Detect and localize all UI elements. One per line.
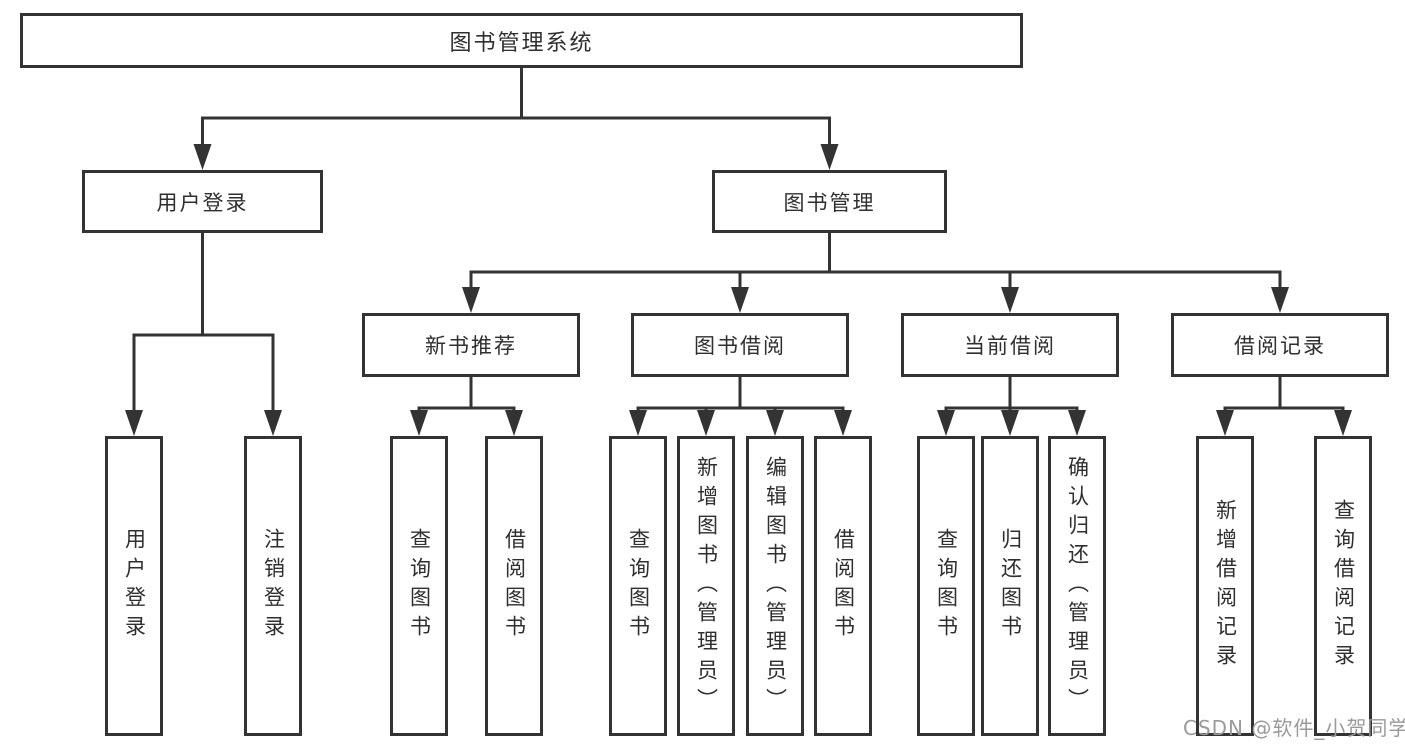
arrowhead-cb-confirm-return xyxy=(1068,410,1086,436)
arrowhead-book-borrow xyxy=(731,287,749,313)
node-cb-query-book: 查询图书 xyxy=(917,436,975,736)
node-new-book-rec: 新书推荐 xyxy=(362,313,580,377)
arrowhead-br-add-record xyxy=(1216,410,1234,436)
node-label-user-login: 用户登录 xyxy=(156,190,249,215)
csdn-watermark: CSDN @软件_小贺同学 xyxy=(1183,716,1405,740)
arrowhead-borrow-record xyxy=(1271,287,1289,313)
arrowhead-bb-edit-book xyxy=(766,410,784,436)
arrowhead-current-borrow xyxy=(1001,287,1019,313)
node-bb-borrow-book: 借阅图书 xyxy=(814,436,872,736)
node-rec-borrow-book: 借阅图书 xyxy=(485,436,543,736)
node-label-login: 用户登录 xyxy=(122,528,147,644)
node-label-current-borrow: 当前借阅 xyxy=(964,334,1056,358)
node-br-add-record: 新增借阅记录 xyxy=(1196,436,1254,736)
arrowhead-bb-add-book xyxy=(697,410,715,436)
node-book-mgmt: 图书管理 xyxy=(712,170,947,233)
arrowhead-br-query-record xyxy=(1334,410,1352,436)
connector-path xyxy=(132,68,1345,418)
arrowhead-book-mgmt xyxy=(820,144,839,170)
arrowhead-new-book-rec xyxy=(462,287,480,313)
node-rec-query-book: 查询图书 xyxy=(390,436,448,736)
node-bb-add-book: 新增图书（管理员） xyxy=(677,436,735,736)
node-login: 用户登录 xyxy=(105,436,163,736)
arrowhead-user-login xyxy=(193,144,212,170)
node-cb-return-book: 归还图书 xyxy=(981,436,1039,736)
node-label-br-query-record: 查询借阅记录 xyxy=(1331,499,1356,673)
node-label-rec-query-book: 查询图书 xyxy=(407,528,432,644)
node-cb-confirm-return: 确认归还（管理员） xyxy=(1048,436,1106,736)
arrowhead-logout xyxy=(264,410,282,436)
node-root: 图书管理系统 xyxy=(20,13,1023,68)
arrowhead-bb-query-book xyxy=(629,410,647,436)
arrowhead-login xyxy=(125,410,143,436)
node-label-cb-return-book: 归还图书 xyxy=(998,528,1023,644)
node-bb-edit-book: 编辑图书（管理员） xyxy=(746,436,804,736)
node-label-bb-add-book: 新增图书（管理员） xyxy=(694,455,719,717)
arrowhead-cb-query-book xyxy=(937,410,955,436)
node-label-logout: 注销登录 xyxy=(261,528,286,644)
node-current-borrow: 当前借阅 xyxy=(901,313,1119,377)
arrowhead-rec-borrow-book xyxy=(505,410,523,436)
node-label-cb-confirm-return: 确认归还（管理员） xyxy=(1065,455,1090,717)
node-label-borrow-record: 借阅记录 xyxy=(1234,334,1326,358)
arrowhead-rec-query-book xyxy=(410,410,428,436)
node-user-login: 用户登录 xyxy=(82,170,323,233)
arrowhead-bb-borrow-book xyxy=(834,410,852,436)
node-label-cb-query-book: 查询图书 xyxy=(934,528,959,644)
node-bb-query-book: 查询图书 xyxy=(609,436,667,736)
node-label-new-book-rec: 新书推荐 xyxy=(425,334,517,358)
node-logout: 注销登录 xyxy=(244,436,302,736)
node-label-book-borrow: 图书借阅 xyxy=(694,334,786,358)
node-label-bb-query-book: 查询图书 xyxy=(626,528,651,644)
arrowhead-cb-return-book xyxy=(1001,410,1019,436)
node-book-borrow: 图书借阅 xyxy=(631,313,849,377)
node-br-query-record: 查询借阅记录 xyxy=(1314,436,1372,736)
node-label-book-mgmt: 图书管理 xyxy=(783,190,876,215)
node-label-root: 图书管理系统 xyxy=(449,30,594,56)
node-borrow-record: 借阅记录 xyxy=(1171,313,1389,377)
node-label-bb-edit-book: 编辑图书（管理员） xyxy=(763,455,788,717)
node-label-bb-borrow-book: 借阅图书 xyxy=(831,528,856,644)
node-label-br-add-record: 新增借阅记录 xyxy=(1213,499,1238,673)
node-label-rec-borrow-book: 借阅图书 xyxy=(502,528,527,644)
